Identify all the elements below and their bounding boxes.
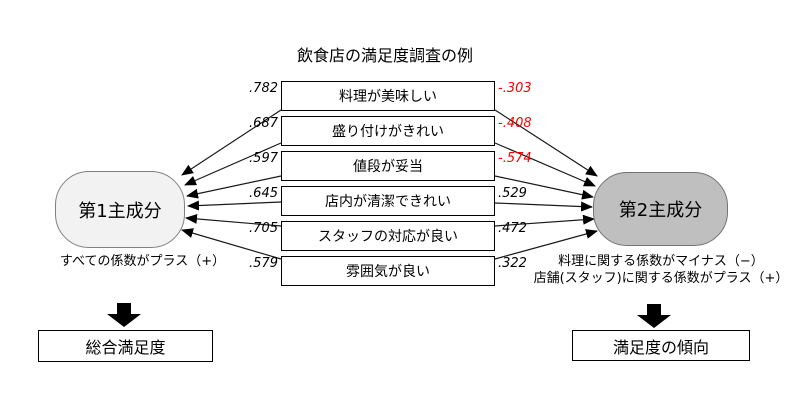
component2-label: 第2主成分: [618, 200, 703, 221]
pc2-coefficient: -.574: [498, 151, 532, 166]
item-box-presentation: 盛り付けがきれい: [281, 116, 495, 146]
pc2-coefficient: -.303: [498, 81, 532, 96]
component1-label: 第1主成分: [78, 200, 162, 222]
down-arrow-left: [107, 303, 141, 327]
pc2-coefficient: .322: [498, 256, 527, 271]
component2-node: 第2主成分: [593, 172, 728, 246]
pc1-coefficient: .597: [249, 151, 278, 166]
item-box-staff: スタッフの対応が良い: [281, 221, 495, 251]
item-box-food-taste: 料理が美味しい: [281, 81, 495, 111]
item-box-price: 値段が妥当: [281, 151, 495, 181]
pc2-coefficient: .529: [498, 186, 527, 201]
right-loading-arrows: [494, 109, 598, 260]
component2-note: 料理に関する係数がマイナス（−） 店舗(スタッフ)に関する係数がプラス（+）: [530, 253, 792, 287]
pc2-coefficient: -.408: [498, 116, 532, 131]
item-box-cleanliness: 店内が清潔できれい: [281, 186, 495, 216]
component2-note-line1: 料理に関する係数がマイナス（−）: [558, 254, 764, 269]
pc1-coefficient: .705: [249, 221, 278, 236]
pc1-coefficient: .687: [249, 116, 278, 131]
pc1-coefficient: .579: [249, 256, 278, 271]
item-box-atmosphere: 雰囲気が良い: [281, 256, 495, 286]
down-arrow-right: [637, 304, 671, 328]
result-box-satisfaction-tendency: 満足度の傾向: [572, 330, 750, 361]
diagram-title: 飲食店の満足度調査の例: [296, 46, 473, 65]
left-loading-arrows: [181, 109, 282, 260]
component2-note-line2: 店舗(スタッフ)に関する係数がプラス（+）: [533, 271, 789, 286]
component1-note: すべての係数がプラス（+）: [59, 254, 226, 269]
component1-node: 第1主成分: [55, 171, 185, 248]
pc1-coefficient: .645: [249, 186, 278, 201]
pc1-coefficient: .782: [249, 81, 278, 96]
pc2-coefficient: .472: [498, 221, 527, 236]
result-box-overall-satisfaction: 総合満足度: [38, 330, 213, 362]
